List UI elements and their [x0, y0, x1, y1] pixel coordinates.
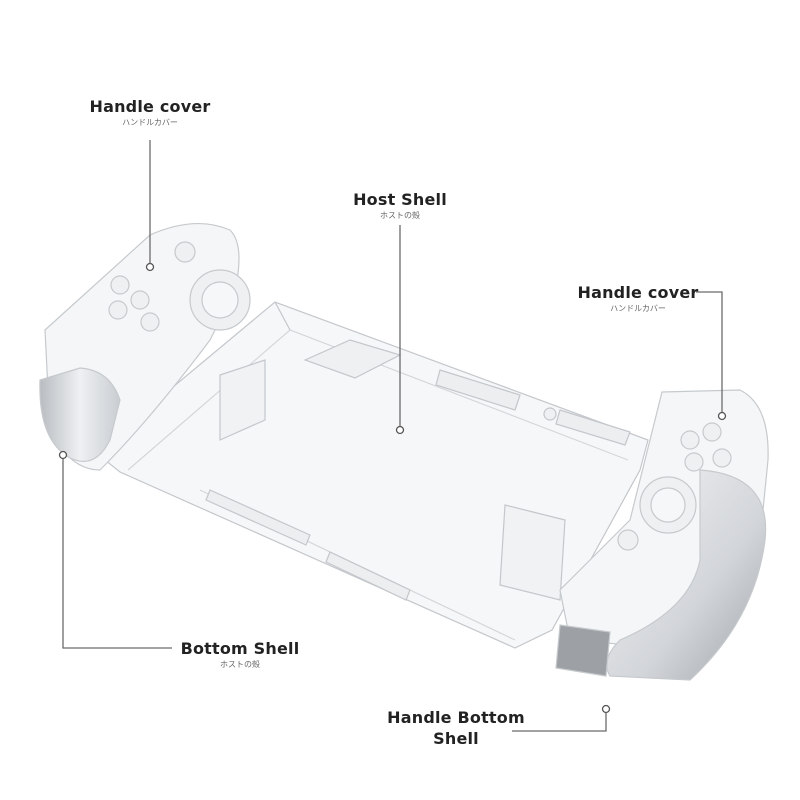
left-handle-cover — [39, 223, 251, 471]
leader-dots — [58, 262, 727, 714]
label-handle-bottom-shell-line2: Shell — [433, 729, 479, 748]
right-handle-cover — [555, 389, 769, 681]
leader-handle-cover-right — [696, 291, 723, 414]
leader-handle-bottom-shell — [512, 713, 607, 732]
label-handle-bottom-shell: Handle Bottom Shell — [386, 707, 526, 749]
label-handle-cover-right-jp: ハンドルカバー — [610, 304, 666, 313]
label-host-shell-jp: ホストの殻 — [380, 211, 420, 220]
label-handle-cover-left-en: Handle cover — [89, 97, 211, 116]
label-handle-cover-right-en: Handle cover — [577, 283, 699, 302]
label-host-shell-en: Host Shell — [353, 190, 447, 209]
label-host-shell: Host Shell ホストの殻 — [340, 190, 460, 221]
label-handle-cover-right: Handle cover ハンドルカバー — [568, 283, 708, 314]
label-handle-bottom-shell-line1: Handle Bottom — [387, 708, 525, 727]
host-shell-body — [94, 301, 649, 649]
label-bottom-shell-jp: ホストの殻 — [220, 660, 260, 669]
label-handle-cover-left-jp: ハンドルカバー — [122, 118, 178, 127]
label-bottom-shell: Bottom Shell ホストの殻 — [175, 639, 305, 670]
leader-lines — [62, 140, 723, 732]
leader-bottom-shell — [62, 457, 172, 649]
label-bottom-shell-en: Bottom Shell — [180, 639, 300, 658]
label-handle-cover-left: Handle cover ハンドルカバー — [80, 97, 220, 128]
